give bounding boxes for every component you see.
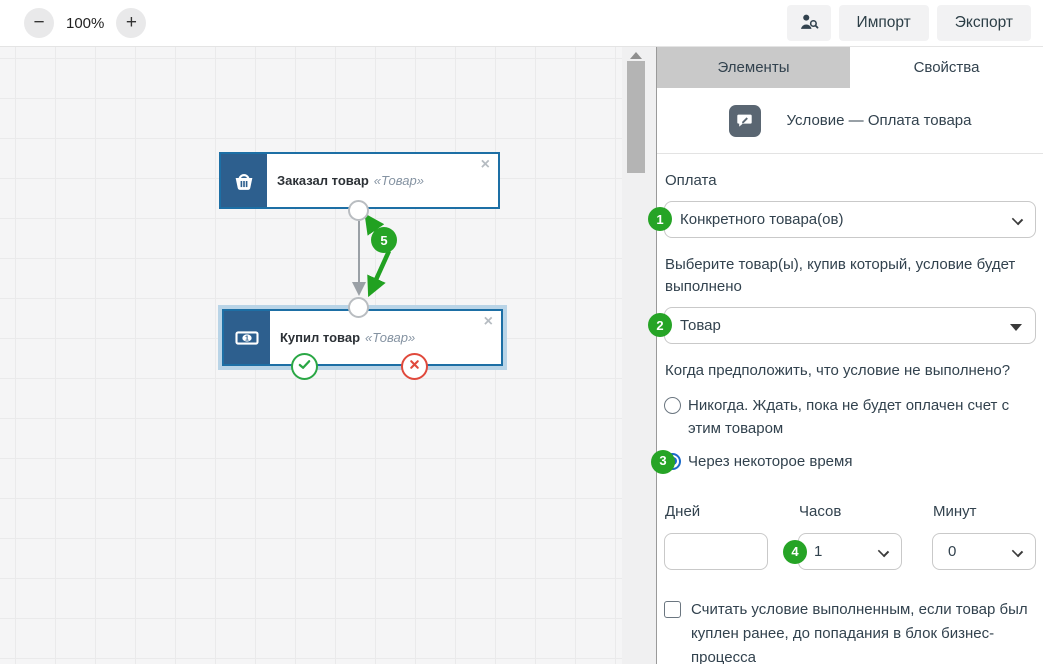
minutes-label: Минут bbox=[933, 502, 977, 520]
connection-step-badge: 5 bbox=[371, 227, 397, 253]
condition-question-label: Когда предположить, что условие не выпол… bbox=[665, 361, 1011, 379]
checkbox-icon[interactable] bbox=[664, 601, 681, 619]
svg-text:1: 1 bbox=[245, 335, 249, 342]
time-row: Дней Часов 4 1 Минут 0 bbox=[664, 497, 1036, 571]
flow-canvas[interactable]: 5 Заказал товар «Товар» × 1 bbox=[0, 47, 622, 664]
tab-elements[interactable]: Элементы bbox=[657, 47, 850, 88]
zoom-controls: − 100% + bbox=[24, 8, 147, 38]
hours-select-value: 1 bbox=[814, 543, 823, 561]
payment-label: Оплата bbox=[665, 172, 717, 189]
user-search-button[interactable] bbox=[786, 5, 831, 41]
bought-earlier-checkbox-row[interactable]: Считать условие выполненным, если товар … bbox=[664, 598, 1036, 664]
chevron-down-icon bbox=[1011, 213, 1024, 225]
product-label: Выберите товар(ы), купив который, услови… bbox=[665, 255, 1016, 296]
radio-never[interactable]: Никогда. Ждать, пока не будет оплачен сч… bbox=[664, 394, 1036, 441]
zoom-out-button[interactable]: − bbox=[24, 8, 54, 38]
close-icon[interactable]: × bbox=[483, 313, 493, 330]
close-icon[interactable]: × bbox=[480, 156, 490, 173]
chevron-down-icon bbox=[877, 546, 890, 558]
vertical-scrollbar[interactable] bbox=[622, 47, 656, 664]
days-label: Дней bbox=[665, 502, 701, 520]
person-search-icon bbox=[798, 11, 820, 36]
radio-after-time[interactable]: 3 Через некоторое время bbox=[651, 449, 1036, 474]
svg-text:5: 5 bbox=[380, 233, 387, 248]
chevron-down-icon bbox=[1011, 546, 1024, 558]
tab-properties[interactable]: Свойства bbox=[850, 47, 1043, 88]
zoom-in-button[interactable]: + bbox=[116, 8, 147, 38]
hours-label: Часов bbox=[799, 502, 842, 520]
product-select[interactable]: 2 Товар bbox=[648, 306, 1036, 344]
block-subtitle: «Товар» bbox=[373, 173, 424, 188]
step-badge-1: 1 bbox=[648, 207, 672, 231]
product-select-value: Товар bbox=[680, 316, 721, 334]
step-badge-3: 3 bbox=[651, 449, 675, 474]
block-label: Купил товар «Товар» bbox=[270, 311, 501, 364]
toolbar-right: Импорт Экспорт bbox=[786, 5, 1031, 41]
port-no[interactable] bbox=[401, 353, 428, 380]
flow-block-bought-product[interactable]: 1 Купил товар «Товар» × bbox=[222, 309, 503, 366]
payment-select[interactable]: 1 Конкретного товара(ов) bbox=[648, 200, 1036, 238]
port-yes[interactable] bbox=[291, 353, 318, 380]
days-input[interactable] bbox=[664, 533, 768, 571]
triangle-down-icon bbox=[1010, 323, 1022, 331]
scroll-up-arrow-icon[interactable] bbox=[630, 52, 642, 59]
condition-chat-edit-icon bbox=[728, 104, 761, 137]
minutes-select[interactable]: 0 bbox=[932, 533, 1036, 571]
zoom-level: 100% bbox=[66, 14, 105, 32]
panel-header: Условие — Оплата товара bbox=[657, 88, 1043, 154]
panel-title: Условие — Оплата товара bbox=[786, 112, 972, 129]
properties-panel: Элементы Свойства Условие — Оплата товар… bbox=[648, 47, 1043, 664]
hours-column: Часов 4 1 bbox=[783, 497, 902, 571]
hours-select[interactable]: 4 1 bbox=[783, 533, 902, 571]
connector-in-block2[interactable] bbox=[348, 297, 369, 318]
minutes-column: Минут 0 bbox=[932, 497, 1036, 571]
panel-body: Оплата 1 Конкретного товара(ов) Выберите… bbox=[648, 154, 1043, 664]
check-circle-icon bbox=[297, 357, 312, 377]
scrollbar-thumb[interactable] bbox=[627, 61, 645, 173]
minutes-select-value: 0 bbox=[948, 543, 957, 561]
toolbar: − 100% + Импорт Экспорт bbox=[0, 0, 1043, 47]
import-button[interactable]: Импорт bbox=[838, 5, 929, 41]
payment-select-value: Конкретного товара(ов) bbox=[680, 210, 844, 228]
radio-icon[interactable] bbox=[664, 397, 681, 414]
days-column: Дней bbox=[664, 497, 768, 571]
block-title: Заказал товар bbox=[277, 173, 369, 188]
block-subtitle: «Товар» bbox=[365, 330, 416, 345]
basket-icon bbox=[221, 154, 267, 207]
block-label: Заказал товар «Товар» bbox=[267, 154, 498, 207]
connector-out-block1[interactable] bbox=[348, 200, 369, 221]
panel-tabs: Элементы Свойства bbox=[657, 47, 1043, 88]
bought-earlier-checkbox-label: Считать условие выполненным, если товар … bbox=[691, 601, 1028, 664]
step-badge-2: 2 bbox=[648, 313, 672, 337]
radio-after-time-label: Через некоторое время bbox=[688, 452, 853, 470]
radio-never-label: Никогда. Ждать, пока не будет оплачен сч… bbox=[688, 397, 1010, 438]
cross-circle-icon bbox=[408, 358, 421, 376]
export-button[interactable]: Экспорт bbox=[936, 5, 1031, 41]
block-title: Купил товар bbox=[280, 330, 361, 345]
banknote-icon: 1 bbox=[224, 311, 270, 364]
step-badge-4: 4 bbox=[783, 539, 807, 564]
